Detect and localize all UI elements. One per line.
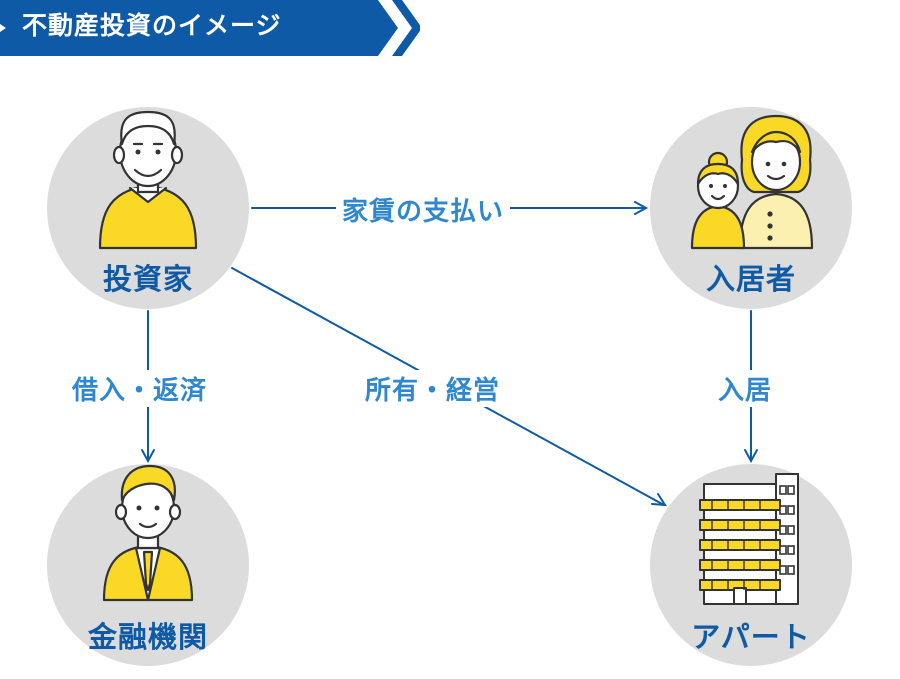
tenant-label: 入居者 [705,262,796,296]
apartment-label: アパート [691,620,811,654]
borrow-repay-label: 借入・返済 [66,370,214,407]
ownership-arrowhead [651,493,667,507]
title-banner [0,0,420,56]
loan-arrowhead [141,449,155,464]
occupancy-label: 入居 [712,370,779,407]
bank-label: 金融機関 [87,620,208,654]
rent-payment-label: 家賃の支払い [336,191,511,228]
page-title: 不動産投資のイメージ [22,11,282,40]
ownership-label: 所有・経営 [359,370,507,407]
investor-label: 投資家 [102,262,193,296]
rent-arrowhead [634,201,649,215]
occupancy-arrowhead [744,449,758,464]
